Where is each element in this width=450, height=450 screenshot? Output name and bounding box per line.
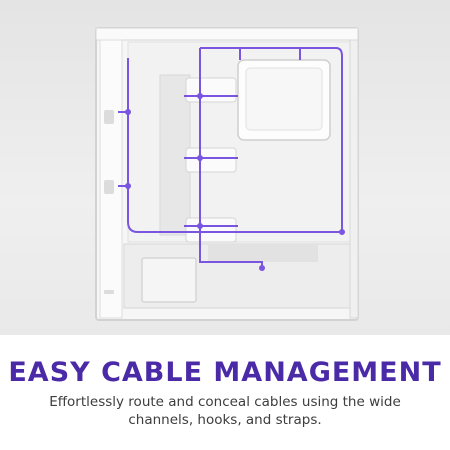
subtext: Effortlessly route and conceal cables us… — [49, 394, 401, 428]
rear-io-wall — [99, 39, 123, 319]
product-photo — [0, 0, 450, 335]
drive-sled-top — [185, 77, 237, 103]
case-top-rail — [95, 27, 359, 41]
front-panel — [349, 39, 359, 319]
psu-vent — [208, 244, 318, 262]
caption-panel: EASY CABLE MANAGEMENT Effortlessly route… — [0, 335, 450, 450]
pc-case-illustration — [95, 27, 359, 321]
drive-sled-low — [185, 217, 237, 243]
rear-slots — [104, 110, 114, 294]
cable-cutout — [159, 74, 191, 236]
cable-tie-points — [125, 93, 345, 271]
psu-bracket — [141, 257, 197, 303]
headline: EASY CABLE MANAGEMENT — [8, 357, 442, 388]
drive-sled-mid — [185, 147, 237, 173]
